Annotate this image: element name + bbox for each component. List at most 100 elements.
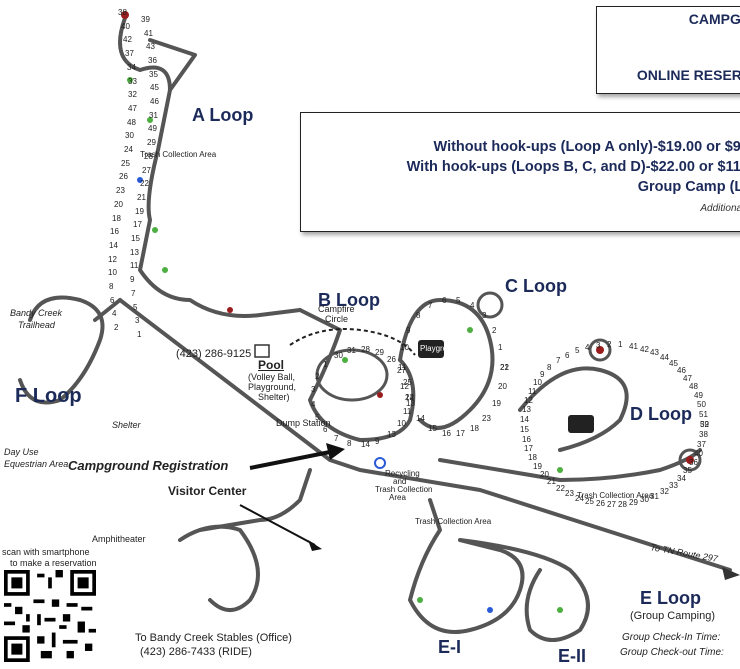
pool-sub-3: Shelter) (258, 392, 290, 402)
site-number-d: 2 (607, 340, 612, 349)
site-number-c: 22 (500, 363, 509, 372)
site-number-d: 30 (640, 495, 649, 504)
site-number-b: 6 (323, 425, 328, 434)
qr-caption-2: to make a reservation (10, 558, 97, 568)
site-number-d: 14 (520, 415, 529, 424)
site-number-a: 40 (121, 22, 130, 31)
dump-station-label: Dump Station (276, 418, 331, 428)
site-number-a: 37 (125, 49, 134, 58)
site-number-d: 23 (565, 489, 574, 498)
site-number-d: 16 (522, 435, 531, 444)
site-number-a: 26 (119, 172, 128, 181)
b-loop-road (298, 308, 416, 442)
site-number-a: 11 (130, 261, 139, 270)
reservation-qr-code[interactable] (4, 570, 96, 662)
recycling-label-1: Recycling (385, 469, 420, 478)
visitor-center-arrow (239, 504, 316, 546)
site-number-a: 32 (128, 90, 137, 99)
loop-e-label: E Loop (640, 588, 701, 608)
site-number-a: 4 (112, 309, 117, 318)
pool-sub-1: (Volley Ball, (248, 372, 296, 382)
amphitheater-label: Amphitheater (92, 534, 146, 544)
fees-box: Without hook-ups (Loop A only)-$19.00 or… (300, 112, 740, 232)
site-number-d: 46 (677, 366, 686, 375)
site-number-b: 9 (375, 437, 380, 446)
a-loop-road (118, 16, 302, 318)
site-number-d: 15 (520, 425, 529, 434)
visitor-center-label: Visitor Center (168, 484, 247, 498)
site-number-d: 9 (540, 370, 545, 379)
site-number-d: 36 (689, 458, 698, 467)
site-number-a: 42 (123, 35, 132, 44)
site-number-d: 43 (650, 348, 659, 357)
road-network (18, 16, 732, 642)
site-number-b: 27 (397, 366, 406, 375)
day-use-label-1: Day Use (4, 447, 39, 457)
stables-label-2: (423) 286-7433 (RIDE) (140, 646, 252, 658)
site-number-d: 17 (524, 444, 533, 453)
pool-phone-label: (423) 286-9125 (176, 348, 252, 360)
site-number-a: 17 (133, 220, 142, 229)
site-number-a: 20 (114, 200, 123, 209)
site-number-d: 49 (694, 391, 703, 400)
e-loop-road (408, 498, 590, 642)
loop-a-label: A Loop (192, 105, 254, 125)
registration-arrow (249, 450, 331, 470)
road-to-visitor (198, 468, 312, 532)
site-number-c: 18 (470, 424, 479, 433)
site-number-b: 11 (403, 407, 412, 416)
site-number-d: 37 (697, 440, 706, 449)
site-number-c: 11 (398, 363, 407, 372)
site-number-d: 8 (547, 363, 552, 372)
pool-label: Pool (258, 358, 284, 372)
site-number-b: 1 (323, 360, 328, 369)
site-number-a: 21 (137, 193, 146, 202)
site-number-d: 24 (575, 494, 584, 503)
site-number-a: 48 (127, 118, 136, 127)
site-markers (121, 11, 694, 613)
site-number-a: 16 (110, 227, 119, 236)
site-number-c: 14 (416, 414, 425, 423)
site-number-d: 32 (660, 487, 669, 496)
site-number-c: 9 (406, 326, 411, 335)
stables-label-1: To Bandy Creek Stables (Office) (135, 632, 292, 644)
site-number-d: 50 (697, 400, 706, 409)
fees-line-1: Without hook-ups (Loop A only)-$19.00 or… (433, 139, 740, 155)
site-number-d: 18 (528, 453, 537, 462)
loop-d-label: D Loop (630, 404, 692, 424)
site-number-d: 13 (522, 405, 531, 414)
site-number-b: 29 (375, 348, 384, 357)
site-number-a: 46 (150, 97, 159, 106)
site-number-a: 47 (128, 104, 137, 113)
c-loop-road (398, 298, 495, 430)
site-number-a: 38 (118, 8, 127, 17)
campground-registration-label: Campground Registration (68, 458, 229, 473)
site-number-c: 8 (416, 311, 421, 320)
site-number-a: 30 (125, 131, 134, 140)
fees-line-2: With hook-ups (Loops B, C, and D)-$22.00… (406, 159, 740, 175)
site-number-d: 25 (585, 497, 594, 506)
shelter-label: Shelter (112, 420, 141, 430)
site-number-a: 7 (131, 289, 136, 298)
site-number-d: 7 (556, 356, 561, 365)
site-number-d: 21 (547, 477, 556, 486)
site-number-a: 33 (128, 77, 137, 86)
site-number-a: 1 (137, 330, 142, 339)
f-loop-connector (93, 298, 122, 322)
site-number-c: 17 (456, 429, 465, 438)
site-number-c: 13 (406, 399, 415, 408)
site-number-a: 18 (112, 214, 121, 223)
site-number-a: 23 (116, 186, 125, 195)
site-number-a: 8 (109, 282, 114, 291)
site-number-b: 8 (347, 439, 352, 448)
recycling-label-2: and (393, 477, 407, 486)
site-number-b: 25 (403, 378, 412, 387)
site-number-c: 5 (456, 296, 461, 305)
site-number-a: 5 (133, 303, 138, 312)
site-number-c: 19 (492, 399, 501, 408)
trash-d-label: Trash Collection Area (577, 491, 654, 500)
pool-icon (254, 344, 270, 358)
site-number-b: 28 (361, 345, 370, 354)
site-number-b: 26 (387, 355, 396, 364)
c-loop-circle (476, 291, 504, 319)
